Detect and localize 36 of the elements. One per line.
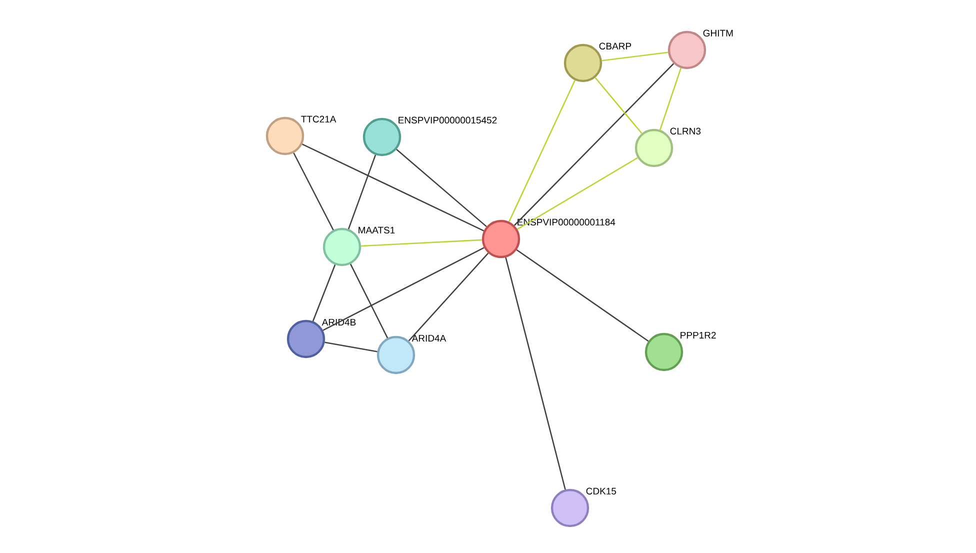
interaction-line [322,247,484,331]
interaction-line [350,264,388,338]
protein-node: ENSPVIP00000015452 [362,116,498,156]
interaction-line [516,249,649,342]
node-label: GHITM [703,30,733,37]
node-label: MAATS1 [358,226,395,234]
node-label: CLRN3 [670,128,701,135]
node-label: PPP1R2 [680,332,716,339]
protein-node: ARID4A [376,334,448,374]
interaction-line [324,342,378,352]
node-label: ARID4A [412,334,446,342]
protein-node: CDK15 [550,486,618,528]
node-label: ENSPVIP00000015452 [398,116,497,124]
interaction-line [508,80,576,222]
node-label: TTC21A [301,116,336,123]
node-label: CBARP [599,42,632,50]
protein-node: MAATS1 [322,226,396,266]
interaction-line [302,144,484,232]
interaction-line [293,152,334,230]
protein-node: CLRN3 [634,126,702,168]
interaction-line [594,77,642,134]
interaction-line [514,63,674,226]
interaction-line [602,52,668,62]
protein-node: CBARP [564,42,633,82]
protein-node: TTC21A [266,114,338,156]
interaction-line [517,157,638,230]
interaction-line [408,252,489,342]
interaction-line [348,154,376,230]
interaction-line [361,239,482,247]
protein-node: GHITM [668,28,734,70]
interaction-line [659,68,682,130]
protein-node: PPP1R2 [644,330,718,372]
node-label: CDK15 [586,488,616,495]
interaction-line [396,148,487,228]
interaction-line [312,264,336,322]
interaction-line [505,257,566,490]
